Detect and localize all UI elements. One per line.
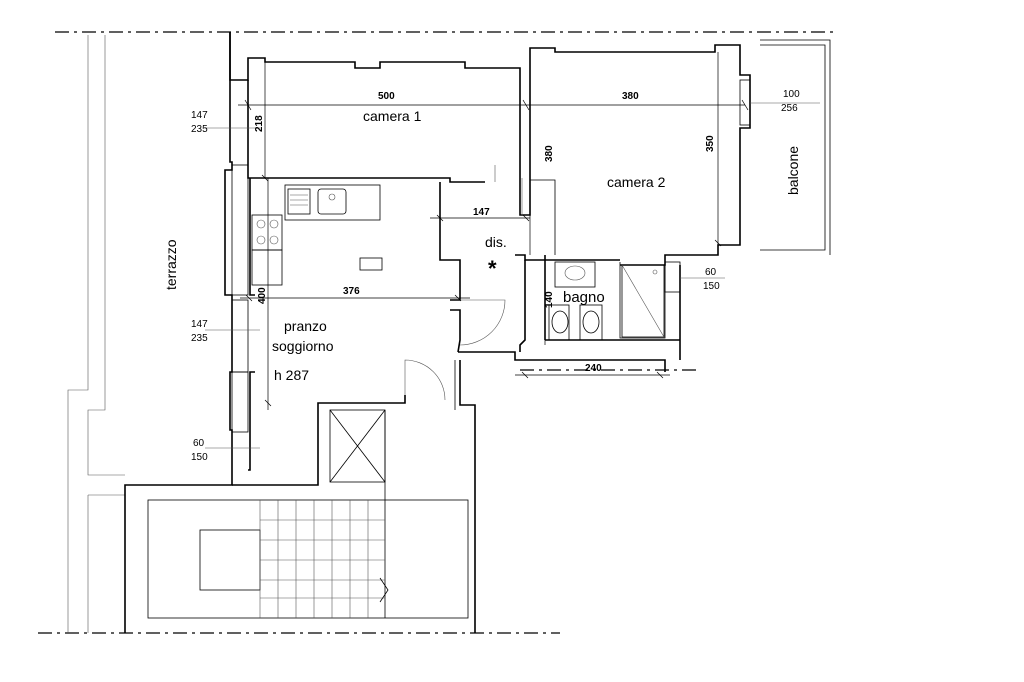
dimension-lines	[205, 52, 820, 449]
north-star-symbol: *	[488, 256, 497, 281]
stairwell	[147, 409, 469, 619]
window-5-bottom: 150	[703, 281, 720, 292]
dim-147-hall: 147	[473, 207, 490, 218]
dim-140: 140	[544, 291, 555, 308]
room-label-balcone: balcone	[785, 146, 801, 195]
dim-350: 350	[705, 135, 716, 152]
ceiling-height-label: h 287	[274, 367, 309, 383]
window-5-top: 60	[705, 267, 717, 278]
window-4-top: 100	[783, 89, 800, 100]
window-2-top: 147	[191, 319, 208, 330]
window-2-bottom: 235	[191, 333, 208, 344]
room-label-pranzo: pranzo	[284, 318, 327, 334]
window-3-top: 60	[193, 438, 205, 449]
exterior-walls	[124, 32, 751, 633]
doors	[404, 165, 523, 410]
room-label-terrazzo: terrazzo	[163, 239, 179, 290]
room-label-soggiorno: soggiorno	[272, 338, 334, 354]
window-1-bottom: 235	[191, 124, 208, 135]
window-3-bottom: 150	[191, 452, 208, 463]
room-label-bagno: bagno	[563, 289, 605, 306]
dim-380-horizontal: 380	[622, 91, 639, 102]
room-label-disimpegno: dis.	[485, 234, 507, 250]
dim-400: 400	[257, 287, 268, 304]
kitchen-fixtures	[251, 184, 383, 286]
dim-240: 240	[585, 363, 602, 374]
balcony-outline	[760, 39, 831, 255]
window-1-top: 147	[191, 110, 208, 121]
room-label-camera-2: camera 2	[607, 174, 666, 190]
room-label-camera-1: camera 1	[363, 108, 422, 124]
dim-380-vertical: 380	[544, 145, 555, 162]
windows	[231, 79, 751, 433]
terrace-outline	[67, 35, 125, 633]
window-4-bottom: 256	[781, 103, 798, 114]
dim-500: 500	[378, 91, 395, 102]
dim-376: 376	[343, 286, 360, 297]
property-boundary-lines	[38, 31, 835, 634]
dim-218: 218	[254, 115, 265, 132]
bathroom-fixtures	[548, 261, 665, 341]
